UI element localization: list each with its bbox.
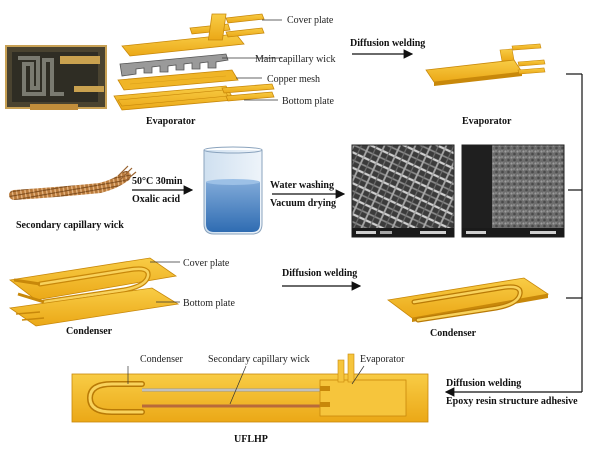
label-uflhp-condenser: Condenser [140, 354, 183, 365]
condenser-cover-plate-exploded [9, 257, 178, 305]
sem-image-surface [461, 144, 565, 238]
label-uflhp-secondary-wick: Secondary capillary wick [208, 354, 310, 365]
leader-uflhp-wick [229, 365, 247, 405]
cover-plate-exploded [121, 13, 265, 57]
evaporator-welded [425, 43, 546, 86]
caption-evaporator-left: Evaporator [146, 116, 196, 127]
process-diffusion-welding-2: Diffusion welding [282, 268, 357, 279]
caption-condenser-right: Condenser [430, 328, 477, 339]
condenser-bottom-plate-exploded [8, 287, 180, 327]
label-bottom-plate: Bottom plate [282, 96, 335, 107]
beaker [203, 146, 263, 235]
label-copper-mesh: Copper mesh [267, 74, 320, 85]
label-condenser-cover-plate: Cover plate [183, 258, 230, 269]
evaporator-photo [5, 45, 107, 110]
step-vacuum-drying: Vacuum drying [270, 198, 336, 209]
uflhp-assembly [71, 353, 429, 423]
step-oxalic-acid: Oxalic acid [132, 194, 180, 205]
step-epoxy-adhesive: Epoxy resin structure adhesive [446, 396, 578, 407]
condenser-welded [387, 277, 550, 323]
step-temperature-time: 50°C 30min [132, 176, 183, 187]
label-uflhp-evaporator: Evaporator [360, 354, 405, 365]
sem-image-mesh [351, 144, 455, 238]
secondary-wick-braid [9, 165, 137, 200]
caption-secondary-capillary-wick: Secondary capillary wick [16, 220, 124, 231]
label-main-capillary-wick: Main capillary wick [255, 54, 336, 65]
step-water-washing: Water washing [270, 180, 334, 191]
caption-evaporator-right: Evaporator [462, 116, 512, 127]
label-cover-plate: Cover plate [287, 15, 334, 26]
process-connector [444, 73, 583, 397]
bottom-plate-exploded [113, 83, 275, 111]
main-capillary-wick-part [119, 53, 229, 77]
leader-uflhp-evaporator [351, 365, 365, 385]
caption-uflhp: UFLHP [234, 434, 268, 445]
process-diffusion-welding-1: Diffusion welding [350, 38, 425, 49]
label-condenser-bottom-plate: Bottom plate [183, 298, 236, 309]
caption-condenser-left: Condenser [66, 326, 113, 337]
step-diffusion-welding-final: Diffusion welding [446, 378, 521, 389]
copper-mesh-part [117, 69, 239, 91]
